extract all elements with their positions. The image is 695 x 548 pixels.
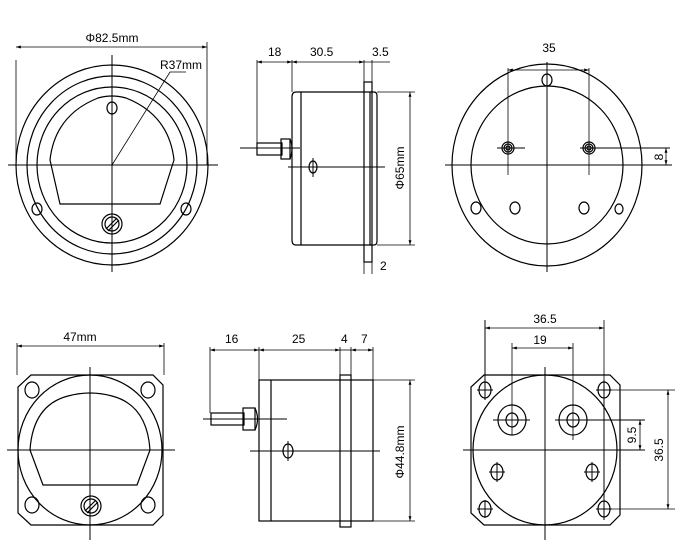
dim-body: 30.5 [310, 45, 334, 59]
mount-hole [180, 202, 192, 216]
dim-flange: 4 [341, 332, 348, 346]
display-window [49, 95, 175, 205]
zero-adjust-screw-icon [80, 495, 102, 517]
dim-stud: 16 [225, 332, 239, 346]
dim-hole-spacing-h: 36.5 [533, 312, 557, 326]
round-side-view: 18 30.5 3.5 Φ65mm 2 [240, 45, 415, 274]
dim-front: 7 [361, 332, 368, 346]
dim-diameter: Φ65mm [393, 147, 407, 190]
square-front-view: 47mm [7, 330, 175, 540]
dim-diameter: Φ44.8mm [393, 426, 407, 479]
square-back-view: 36.5 19 9.5 36.5 [463, 312, 675, 540]
mount-hole [31, 202, 43, 216]
round-front-view: Φ82.5mm R37mm [8, 31, 218, 272]
dim-diameter: Φ82.5mm [86, 31, 139, 45]
dim-flange: 3.5 [372, 45, 389, 59]
terminal-stud [256, 142, 283, 156]
dim-stud-spacing: 35 [542, 41, 556, 55]
round-back-view: 35 8 [445, 41, 672, 272]
dim-stud-offset: 8 [652, 153, 666, 160]
dim-radius: R37mm [160, 58, 202, 72]
square-side-view: 16 25 4 7 Φ44.8mm [203, 332, 415, 528]
dim-width: 47mm [63, 330, 96, 344]
dim-stud-offset: 9.5 [625, 426, 639, 443]
dim-stud: 18 [268, 45, 282, 59]
dim-hole-spacing-v: 36.5 [652, 438, 666, 462]
dim-flange-thickness: 2 [380, 259, 387, 273]
dim-body: 25 [292, 332, 306, 346]
dim-stud-spacing: 19 [533, 333, 547, 347]
